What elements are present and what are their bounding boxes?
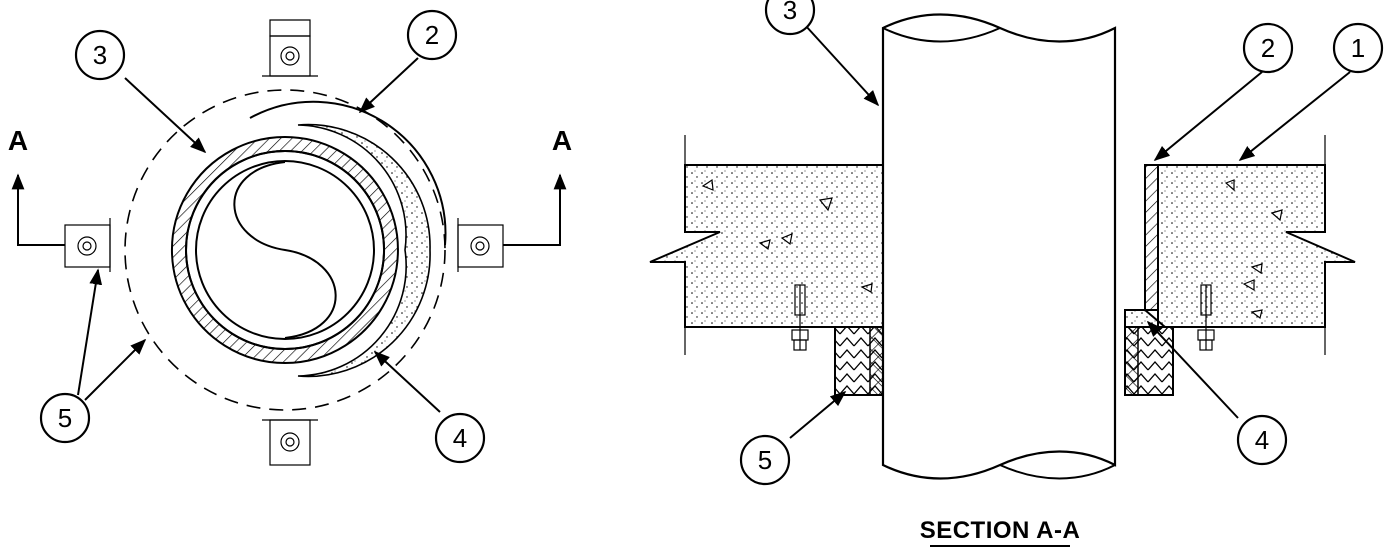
section-view: 3 2 1 5 4 SECTION A-A [649,0,1384,547]
pipe-outer-circle [185,150,385,350]
svg-text:2: 2 [425,20,439,50]
svg-text:5: 5 [758,445,772,475]
anchor-clip-bottom [262,419,318,466]
svg-text:1: 1 [1351,33,1365,63]
section-callout-5: 5 [739,434,791,486]
sleeve-section [1144,164,1159,311]
outer-dashed-circle [124,89,446,411]
sealant-crescent [297,123,431,378]
plan-callout-2: 2 [406,9,458,61]
svg-text:3: 3 [783,0,797,25]
slab-right [1157,164,1356,328]
section-callout-1: 1 [1332,22,1384,74]
svg-text:4: 4 [1255,425,1269,455]
pipe-break-curve [233,161,337,339]
slab-left [649,164,884,328]
plan-callout-5: 5 [39,392,91,444]
plan-callout-4: 4 [434,412,486,464]
plan-view: A A 3 2 5 4 [8,9,572,466]
aggregate-marks [701,178,1283,320]
section-cut-left [11,173,65,246]
section-callout-2: 2 [1242,22,1294,74]
svg-text:3: 3 [93,40,107,70]
svg-text:4: 4 [453,423,467,453]
pipe-inner-circle [195,160,375,340]
section-callout-4: 4 [1236,414,1288,466]
anchor-clip-right [457,218,504,272]
anchor-bolt-right [1170,284,1230,351]
plan-callout-3: 3 [74,29,126,81]
section-title: SECTION A-A [920,517,1081,544]
section-marker-left: A [8,125,28,156]
section-callout-3: 3 [764,0,816,36]
anchor-clip-left [64,218,111,272]
anchor-bolt-left [780,284,840,351]
svg-text:2: 2 [1261,33,1275,63]
section-marker-right: A [552,125,572,156]
section-cut-right [503,173,567,246]
sleeve-partial [249,100,447,246]
pipe-section [881,13,1117,480]
svg-text:5: 5 [58,403,72,433]
anchor-clip-top [262,19,318,77]
